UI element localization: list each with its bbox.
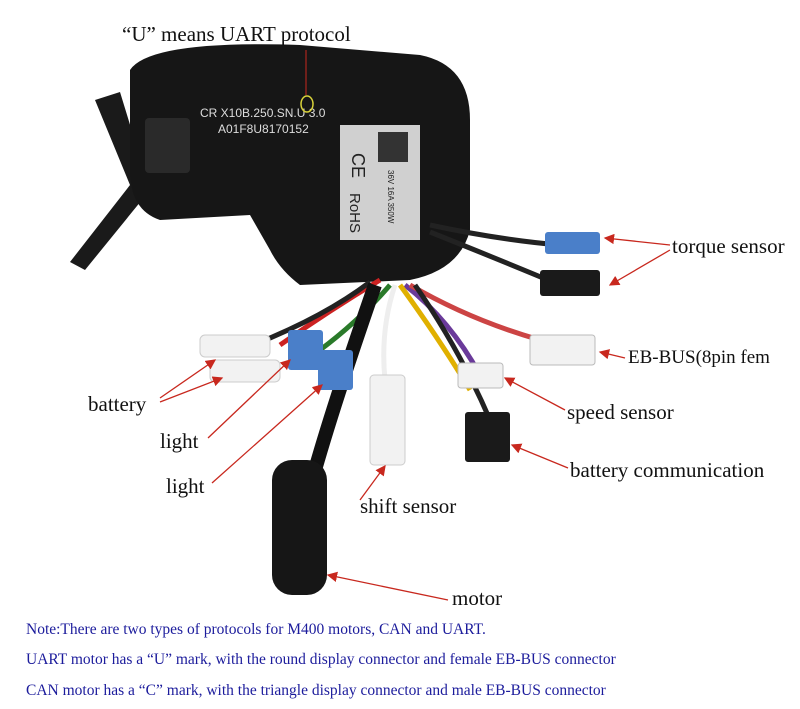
eb-bus-connector	[529, 334, 596, 366]
title-u-means-uart: “U” means UART protocol	[122, 22, 351, 46]
label-torque-sensor: torque sensor	[672, 234, 785, 258]
light-connector-1	[288, 330, 323, 370]
label-battery: battery	[88, 392, 147, 416]
u-mark-highlight	[300, 95, 314, 113]
motor-connector	[272, 460, 327, 595]
battery-connector-1	[199, 334, 271, 358]
label-battery-communication: battery communication	[570, 458, 765, 482]
note-line-1: Note:There are two types of protocols fo…	[26, 621, 486, 638]
label-shift-sensor: shift sensor	[360, 494, 457, 518]
model-line: CR X10B.250.SN.U 3.0	[200, 106, 326, 120]
shift-sensor-connector	[369, 374, 406, 466]
battery-connector-2	[209, 359, 281, 383]
connector-block	[145, 118, 190, 173]
label-speed-sensor: speed sensor	[567, 400, 674, 424]
rohs-mark: RoHS	[346, 193, 363, 233]
ce-mark: CE	[348, 153, 368, 178]
note-line-3: CAN motor has a “C” mark, with the trian…	[26, 682, 606, 699]
qr-code	[378, 132, 408, 162]
torque-sensor-connector-blue	[545, 232, 600, 254]
battery-communication-connector	[465, 412, 510, 462]
label-motor: motor	[452, 586, 503, 610]
light-connector-2	[318, 350, 353, 390]
torque-sensor-connector-black	[540, 270, 600, 296]
label-light-2: light	[166, 474, 205, 498]
speed-sensor-connector	[457, 362, 504, 389]
label-eb-bus: EB-BUS(8pin fem	[628, 347, 770, 368]
rating-mark: 36V 16A 350W	[386, 170, 395, 224]
serial-line: A01F8U8170152	[218, 122, 309, 136]
annotation-arrows	[159, 233, 671, 601]
note-line-2: UART motor has a “U” mark, with the roun…	[26, 651, 616, 668]
label-light-1: light	[160, 429, 199, 453]
